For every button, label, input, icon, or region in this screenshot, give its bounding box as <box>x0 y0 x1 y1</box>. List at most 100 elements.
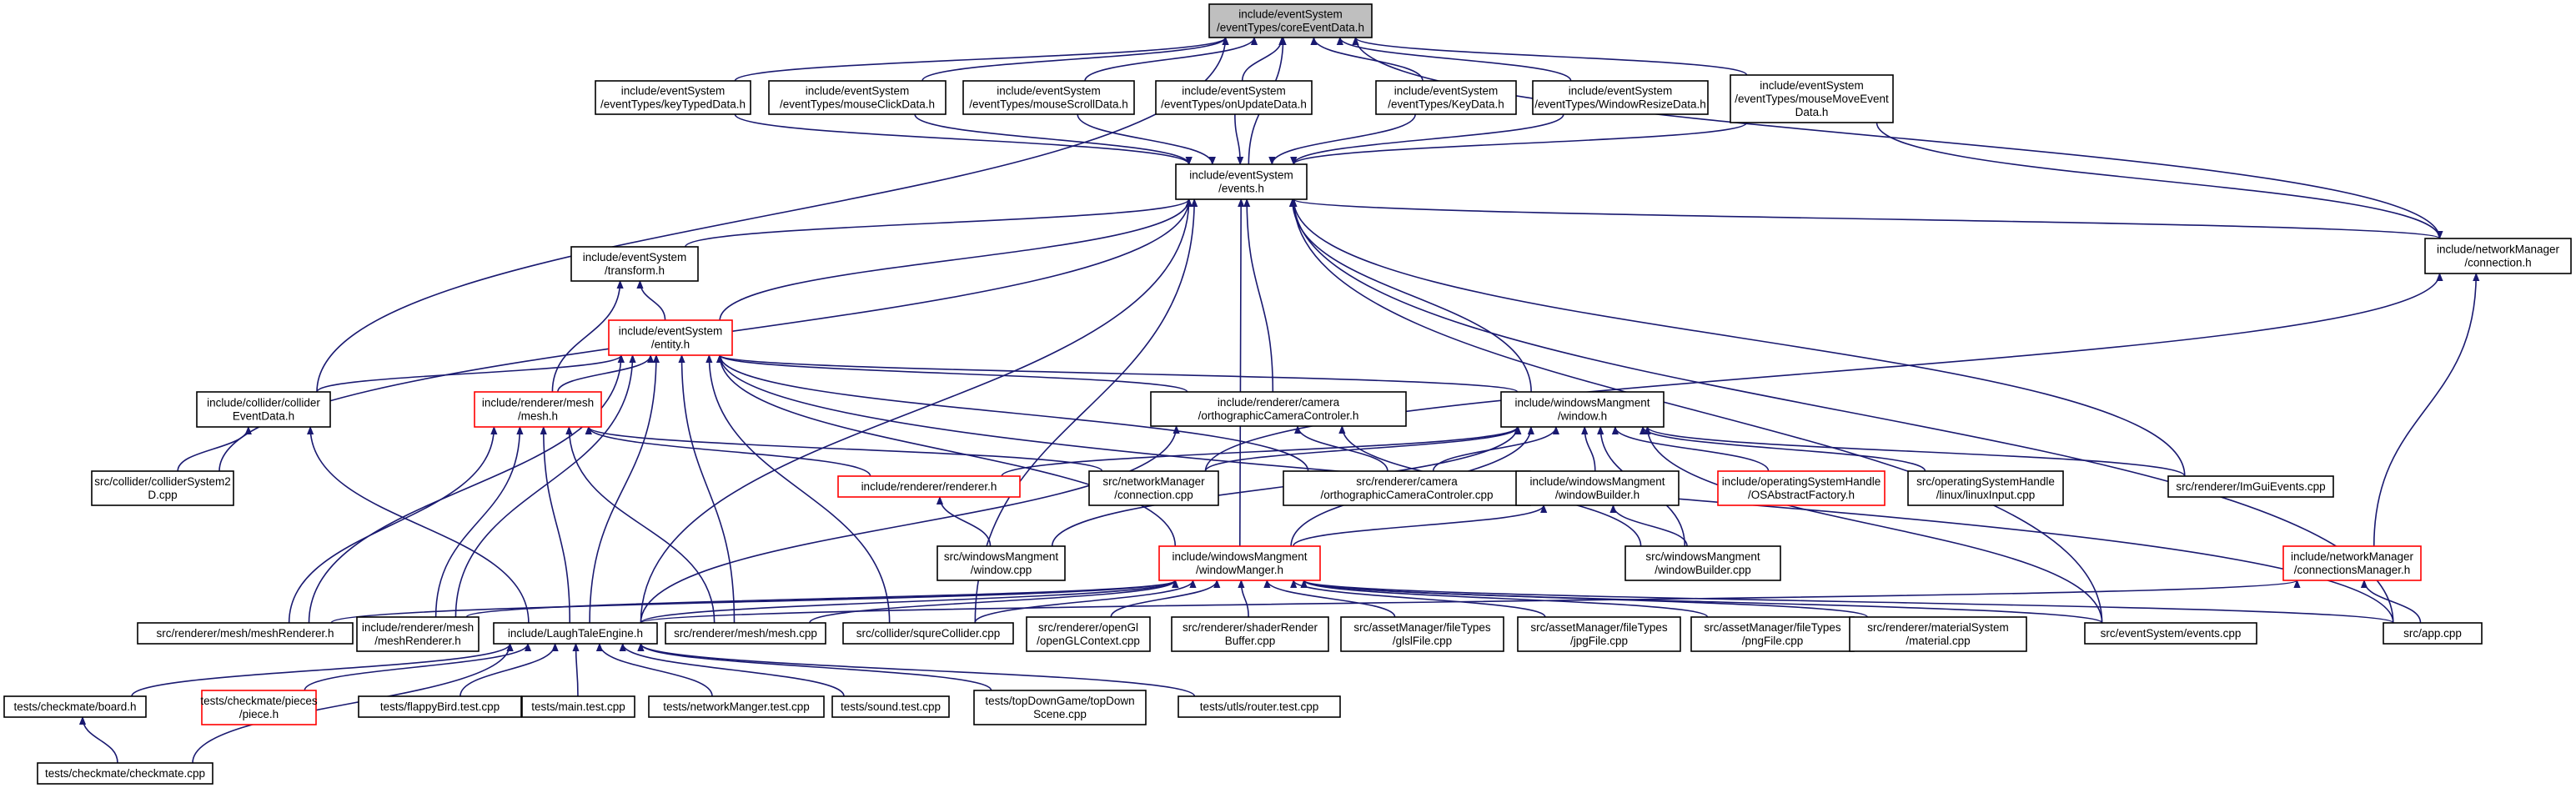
graph-edge-entity-to-transform <box>640 280 666 321</box>
graph-node-label: /connectionsManager.h <box>2294 564 2411 576</box>
graph-edge-windowCpp-to-rendererH <box>940 496 992 547</box>
graph-edge-meshH-to-entity <box>557 354 650 393</box>
graph-node-keyData[interactable]: include/eventSystem/eventTypes/KeyData.h <box>1375 80 1517 115</box>
graph-node-mouseScroll[interactable]: include/eventSystem/eventTypes/mouseScro… <box>962 80 1135 115</box>
graph-node-box <box>1155 80 1313 115</box>
graph-node-label: src/networkManager <box>1102 475 1205 488</box>
graph-node-meshCpp[interactable]: src/renderer/mesh/mesh.cpp <box>665 622 826 645</box>
graph-node-core[interactable]: include/eventSystem/eventTypes/coreEvent… <box>1208 3 1373 38</box>
graph-node-label: /linux/linuxInput.cpp <box>1936 489 2036 501</box>
graph-node-label: /glslFile.cpp <box>1393 635 1452 647</box>
graph-node-label: D.cpp <box>148 489 177 501</box>
graph-node-box <box>1208 3 1373 38</box>
graph-node-box <box>1178 695 1341 718</box>
graph-node-soundTest[interactable]: tests/sound.test.cpp <box>831 695 950 718</box>
graph-node-imgui[interactable]: src/renderer/ImGuiEvents.cpp <box>2167 475 2334 498</box>
graph-node-netConnCpp[interactable]: src/networkManager/connection.cpp <box>1088 470 1219 506</box>
graph-node-box <box>1907 470 2064 506</box>
graph-edge-windowBuilderH-to-windowH <box>1584 427 1596 472</box>
graph-node-routerTest[interactable]: tests/utls/router.test.cpp <box>1178 695 1341 718</box>
graph-node-entity[interactable]: include/eventSystem/entity.h <box>608 319 733 356</box>
graph-node-windowBuilderH[interactable]: include/windowsMangment/windowBuilder.h <box>1515 470 1680 506</box>
graph-node-label: src/renderer/mesh/mesh.cpp <box>674 627 817 640</box>
graph-node-checkmate[interactable]: tests/checkmate/checkmate.cpp <box>37 762 213 785</box>
graph-node-material[interactable]: src/renderer/materialSystem/material.cpp <box>1849 616 2027 652</box>
graph-node-windowH[interactable]: include/windowsMangment/window.h <box>1500 391 1665 428</box>
graph-edge-netConn-to-core <box>1356 38 2441 239</box>
graph-node-mouseMove[interactable]: include/eventSystem/eventTypes/mouseMove… <box>1730 74 1894 123</box>
graph-node-flappy[interactable]: tests/flappyBird.test.cpp <box>358 695 522 718</box>
graph-node-box <box>2167 475 2334 498</box>
graph-node-label: include/eventSystem <box>1182 85 1286 98</box>
graph-node-board[interactable]: tests/checkmate/board.h <box>3 695 147 718</box>
graph-node-meshH[interactable]: include/renderer/mesh/mesh.h <box>474 391 602 428</box>
graph-node-label: src/assetManager/fileTypes <box>1353 621 1491 634</box>
graph-edge-appCpp-to-connMgr <box>2364 580 2422 624</box>
graph-node-box <box>570 246 699 282</box>
graph-node-label: tests/checkmate/pieces <box>200 695 318 707</box>
graph-node-label: /window.h <box>1558 410 1607 423</box>
graph-edge-netConnCpp-to-netConn <box>1204 274 2440 472</box>
graph-node-box <box>356 616 480 652</box>
graph-edge-mouseMove-to-netConn <box>1876 122 2440 239</box>
graph-node-label: include/windowsMangment <box>1172 550 1307 563</box>
graph-node-onUpdate[interactable]: include/eventSystem/eventTypes/onUpdateD… <box>1155 80 1313 115</box>
graph-node-windowMangerH[interactable]: include/windowsMangment/windowManger.h <box>1158 545 1321 581</box>
nodes-layer: include/eventSystem/eventTypes/coreEvent… <box>3 3 2572 785</box>
graph-edge-meshRendererCpp-to-meshH <box>288 427 495 624</box>
graph-node-netMgrTest[interactable]: tests/networkManger.test.cpp <box>648 695 825 718</box>
graph-node-label: /eventTypes/mouseScrollData.h <box>969 98 1128 111</box>
graph-node-mouseClick[interactable]: include/eventSystem/eventTypes/mouseClic… <box>768 80 947 115</box>
graph-node-laughTale[interactable]: include/LaughTaleEngine.h <box>493 622 658 645</box>
graph-node-windowCpp[interactable]: src/windowsMangment/window.cpp <box>936 545 1066 581</box>
graph-edge-meshCpp-to-windowMangerH <box>809 580 1176 624</box>
graph-node-osAbstract[interactable]: include/operatingSystemHandle/OSAbstract… <box>1717 470 1886 506</box>
graph-edge-windowBuilderCpp-to-windowBuilderH <box>1613 504 1688 547</box>
graph-node-eventsCpp[interactable]: src/eventSystem/events.cpp <box>2084 622 2257 645</box>
graph-edge-entity-to-events <box>719 199 1188 321</box>
graph-node-jpgFile[interactable]: src/assetManager/fileTypes/jpgFile.cpp <box>1517 616 1681 652</box>
graph-node-mainTest[interactable]: tests/main.test.cpp <box>521 695 635 718</box>
graph-node-orthoH[interactable]: include/renderer/camera/orthographicCame… <box>1150 391 1407 427</box>
graph-node-keyTyped[interactable]: include/eventSystem/eventTypes/keyTypedD… <box>595 80 751 115</box>
graph-node-label: src/operatingSystemHandle <box>1916 475 2055 488</box>
graph-node-piece[interactable]: tests/checkmate/pieces/piece.h <box>200 690 318 725</box>
graph-edge-imgui-to-events <box>1293 199 2186 477</box>
graph-node-appCpp[interactable]: src/app.cpp <box>2383 622 2483 645</box>
graph-node-box <box>648 695 825 718</box>
graph-node-label: tests/main.test.cpp <box>531 700 625 713</box>
graph-node-windowResize[interactable]: include/eventSystem/eventTypes/WindowRes… <box>1532 80 1709 115</box>
graph-node-meshRendererCpp[interactable]: src/renderer/mesh/meshRenderer.h <box>137 622 354 645</box>
graph-edge-windowMangerH-to-entity <box>720 355 1177 547</box>
graph-node-windowBuilderCpp[interactable]: src/windowsMangment/windowBuilder.cpp <box>1624 545 1781 581</box>
graph-node-netConn[interactable]: include/networkManager/connection.h <box>2424 238 2572 274</box>
graph-node-transform[interactable]: include/eventSystem/transform.h <box>570 246 699 282</box>
graph-edge-squreCollider-to-events <box>974 199 1194 624</box>
graph-edge-imgui-to-windowH <box>1648 426 2186 477</box>
graph-edge-keyData-to-events <box>1272 113 1416 165</box>
graph-node-box <box>837 475 1021 498</box>
graph-node-squreCollider[interactable]: src/collider/squreCollider.cpp <box>842 622 1014 645</box>
graph-node-openGL[interactable]: src/renderer/openGl/openGLContext.cpp <box>1026 616 1151 652</box>
graph-edge-mainTest-to-laughTale <box>576 644 578 697</box>
graph-node-label: include/collider/collider <box>207 397 320 409</box>
graph-node-glslFile[interactable]: src/assetManager/fileTypes/glslFile.cpp <box>1340 616 1504 652</box>
graph-node-meshRendererH[interactable]: include/renderer/mesh/meshRenderer.h <box>356 616 480 652</box>
graph-node-connMgr[interactable]: include/networkManager/connectionsManage… <box>2282 545 2422 581</box>
graph-node-pngFile[interactable]: src/assetManager/fileTypes/pngFile.cpp <box>1690 616 1855 652</box>
graph-edge-routerTest-to-laughTale <box>640 643 1196 697</box>
graph-node-label: src/assetManager/fileTypes <box>1704 621 1841 634</box>
graph-edge-laughTale-to-colliderH <box>310 427 530 624</box>
graph-node-box <box>842 622 1014 645</box>
graph-edge-appCpp-to-events <box>1293 199 2394 624</box>
graph-node-label: include/operatingSystemHandle <box>1722 475 1881 488</box>
graph-node-linuxInput[interactable]: src/operatingSystemHandle/linux/linuxInp… <box>1907 470 2064 506</box>
graph-node-rendererH[interactable]: include/renderer/renderer.h <box>837 475 1021 498</box>
graph-node-orthoCpp[interactable]: src/renderer/camera/orthographicCameraCo… <box>1283 470 1531 506</box>
graph-node-events[interactable]: include/eventSystem/events.h <box>1175 163 1308 200</box>
graph-node-label: tests/sound.test.cpp <box>841 700 941 713</box>
